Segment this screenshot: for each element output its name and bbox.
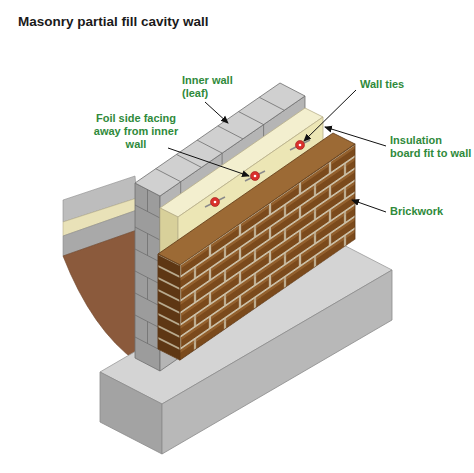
callout-label: Inner wall (leaf) xyxy=(182,74,252,100)
soil-fill xyxy=(63,230,137,362)
leader-line xyxy=(168,148,249,176)
leader-line xyxy=(205,102,228,123)
brick-face xyxy=(180,144,355,360)
diagram-title: Masonry partial fill cavity wall xyxy=(18,14,458,30)
callout-label: Insulation board fit to wall xyxy=(390,134,474,160)
brickwork xyxy=(158,133,355,360)
leader-lines xyxy=(168,90,386,212)
foundation-side xyxy=(100,372,162,454)
brick-end xyxy=(158,254,180,360)
leader-line xyxy=(352,200,386,212)
callout-label: Foil side facing away from inner wall xyxy=(86,112,186,152)
callout-label: Wall ties xyxy=(360,78,450,91)
leader-line xyxy=(304,90,356,141)
floor-slab xyxy=(63,176,137,362)
leader-line xyxy=(325,127,386,146)
block-end-face xyxy=(135,183,160,371)
callout-label: Brickwork xyxy=(390,205,470,218)
